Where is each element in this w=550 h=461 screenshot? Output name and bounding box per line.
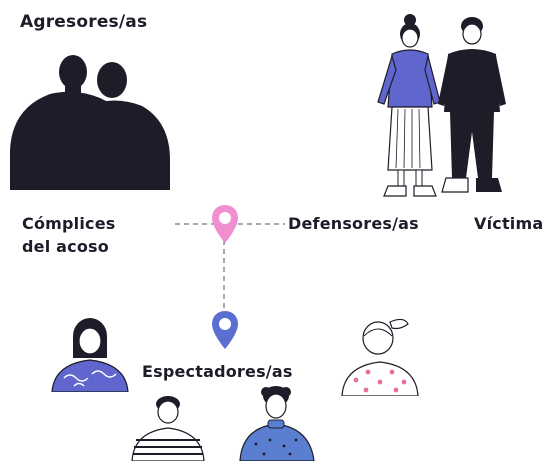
accomplices-label: Cómplices del acoso	[22, 212, 116, 258]
bystander-boy-striped	[130, 392, 206, 461]
bystander-girl-dots	[340, 314, 420, 396]
bystander-girl-blue	[50, 316, 130, 392]
victim-label: Víctima	[474, 214, 544, 233]
aggressors-silhouette	[0, 50, 180, 190]
bystander-boy-blue	[238, 384, 316, 461]
accomplices-label-line1: Cómplices	[22, 214, 116, 233]
couple-illustration	[370, 12, 520, 202]
map-pin-icon	[211, 310, 239, 350]
aggressors-label: Agresores/as	[20, 12, 148, 32]
accomplices-label-line2: del acoso	[22, 237, 109, 257]
connector-vertical	[223, 240, 225, 312]
map-pin-icon	[211, 204, 239, 244]
defenders-label: Defensores/as	[288, 214, 419, 233]
bystanders-label: Espectadores/as	[142, 362, 293, 381]
